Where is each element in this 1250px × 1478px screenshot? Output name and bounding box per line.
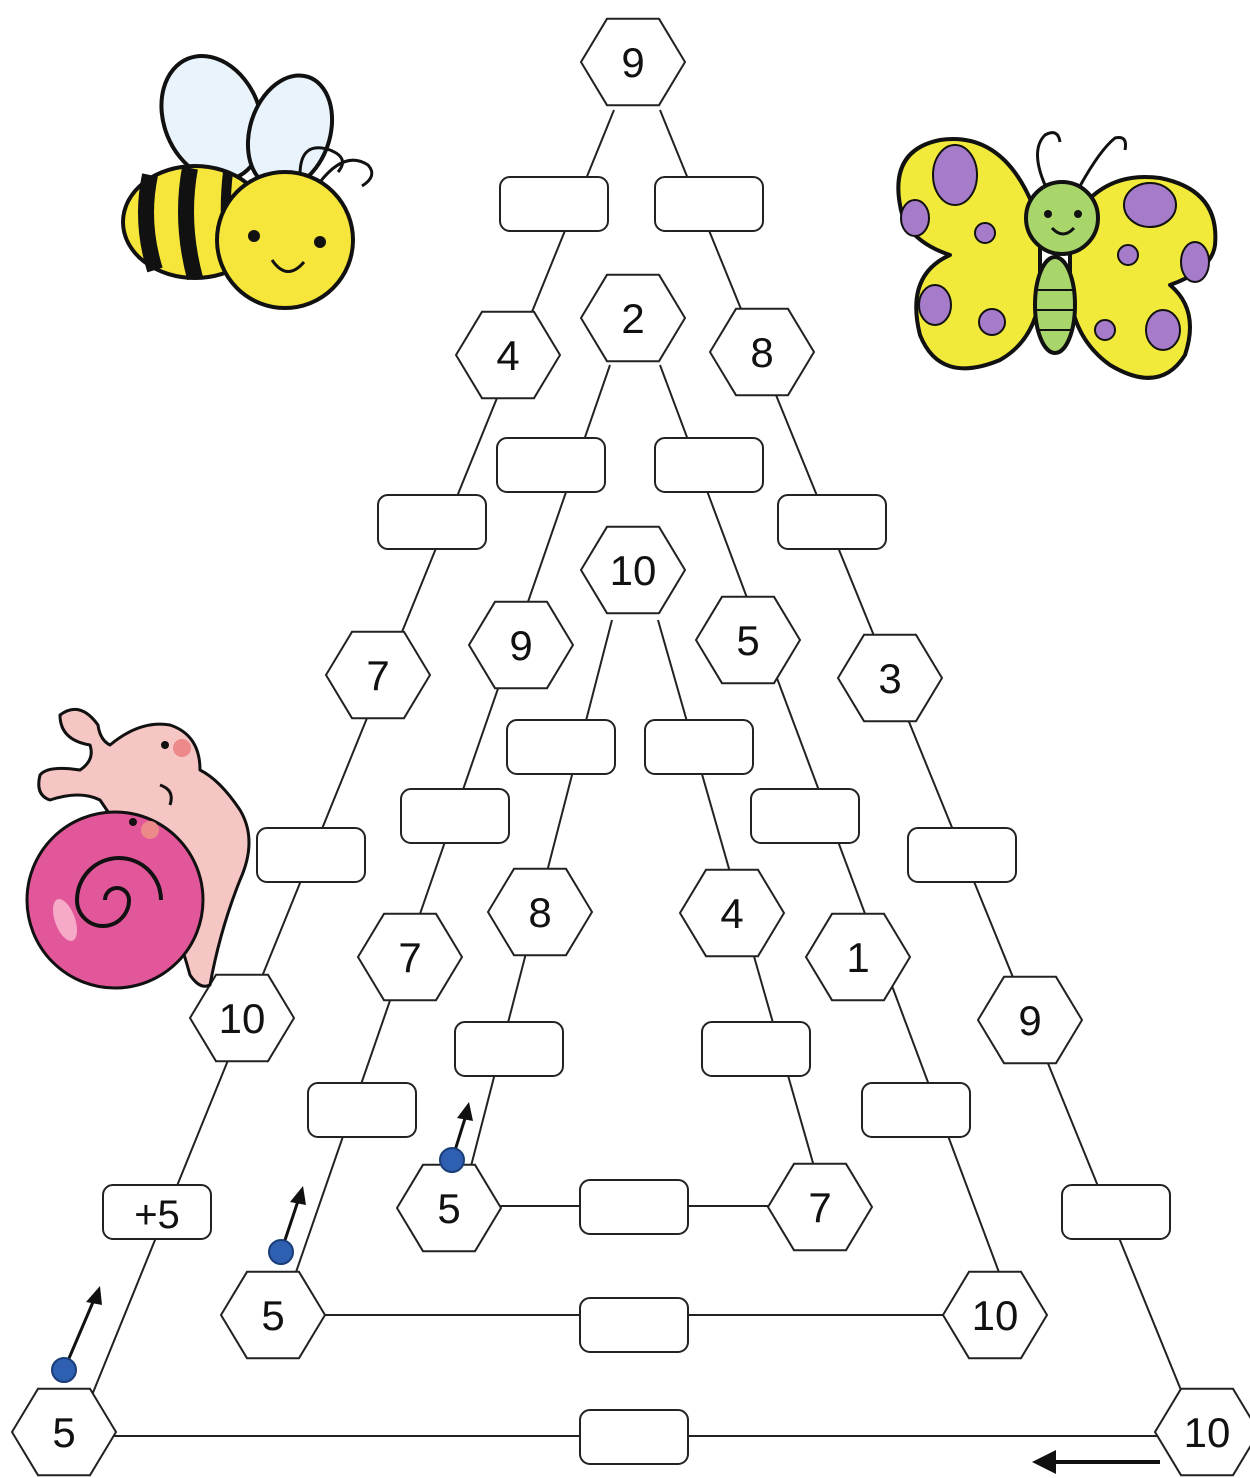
hexagon-value: 4	[496, 332, 519, 379]
blue-dot-arrow-icon	[51, 1286, 102, 1383]
answer-box[interactable]	[506, 719, 616, 775]
answer-box[interactable]	[654, 176, 764, 232]
hexagon-value: 10	[219, 995, 266, 1042]
answer-box[interactable]	[907, 827, 1017, 883]
hexagon-value: 7	[398, 934, 421, 981]
hexagon-cells: 9 4 2 8 10 9 5 7 3 8 4 7 1 10 9 5 7 5 10 5 10	[10, 17, 1250, 1477]
number-hexagon: 4	[678, 868, 786, 958]
left-arrow-icon	[1032, 1450, 1160, 1474]
number-hexagon: 10	[188, 973, 296, 1063]
number-hexagon: 1	[804, 912, 912, 1002]
number-hexagon: 9	[579, 17, 687, 107]
hexagon-value: 9	[621, 39, 644, 86]
answer-box[interactable]	[499, 176, 609, 232]
hexagon-value: 7	[808, 1184, 831, 1231]
answer-box[interactable]	[750, 788, 860, 844]
number-hexagon: 3	[836, 633, 944, 723]
answer-box[interactable]	[1061, 1184, 1171, 1240]
answer-box[interactable]	[307, 1082, 417, 1138]
answer-box[interactable]	[654, 437, 764, 493]
number-hexagon: 10	[1153, 1387, 1250, 1477]
bee-illustration	[121, 53, 374, 310]
hexagon-value: 10	[1184, 1409, 1231, 1456]
number-hexagon: 7	[356, 912, 464, 1002]
hexagon-value: 7	[366, 652, 389, 699]
answer-box[interactable]	[644, 719, 754, 775]
answer-box[interactable]	[579, 1409, 689, 1465]
number-hexagon: 5	[219, 1270, 327, 1360]
hexagon-value: 4	[720, 890, 743, 937]
number-hexagon: 7	[766, 1162, 874, 1252]
answer-box[interactable]	[861, 1082, 971, 1138]
blue-dot-arrow-icon	[439, 1102, 473, 1173]
number-hexagon: 8	[486, 867, 594, 957]
hexagon-value: 8	[750, 329, 773, 376]
number-hexagon: 9	[976, 975, 1084, 1065]
answer-box[interactable]	[377, 494, 487, 550]
butterfly-illustration	[896, 131, 1218, 380]
operation-box: +5	[102, 1184, 212, 1240]
hexagon-value: 5	[52, 1409, 75, 1456]
answer-box[interactable]	[579, 1297, 689, 1353]
hexagon-value: 5	[261, 1292, 284, 1339]
answer-box[interactable]	[256, 827, 366, 883]
hexagon-value: 10	[972, 1292, 1019, 1339]
answer-box[interactable]	[579, 1179, 689, 1235]
number-hexagon: 2	[579, 273, 687, 363]
answer-box[interactable]	[701, 1021, 811, 1077]
hexagon-value: 8	[528, 889, 551, 936]
answer-box[interactable]	[496, 437, 606, 493]
number-hexagon: 8	[708, 307, 816, 397]
hexagon-value: 9	[1018, 997, 1041, 1044]
number-hexagon: 10	[941, 1270, 1049, 1360]
hexagon-value: 1	[846, 934, 869, 981]
hexagon-value: 5	[437, 1185, 460, 1232]
number-hexagon: 10	[579, 525, 687, 615]
number-hexagon: 5	[395, 1163, 503, 1253]
answer-box[interactable]	[454, 1021, 564, 1077]
start-markers	[51, 1102, 1160, 1474]
number-hexagon: 5	[10, 1387, 118, 1477]
number-hexagon: 9	[467, 600, 575, 690]
number-hexagon: 7	[324, 630, 432, 720]
hexagon-value: 2	[621, 295, 644, 342]
answer-box[interactable]	[400, 788, 510, 844]
hexagon-value: 3	[878, 655, 901, 702]
svg-text:+5: +5	[134, 1193, 180, 1237]
number-hexagon: 4	[454, 310, 562, 400]
snail-illustration	[25, 707, 251, 990]
hexagon-value: 9	[509, 622, 532, 669]
blue-dot-arrow-icon	[268, 1186, 306, 1265]
answer-box[interactable]	[777, 494, 887, 550]
number-hexagon: 5	[694, 595, 802, 685]
hexagon-value: 10	[610, 547, 657, 594]
hexagon-value: 5	[736, 617, 759, 664]
